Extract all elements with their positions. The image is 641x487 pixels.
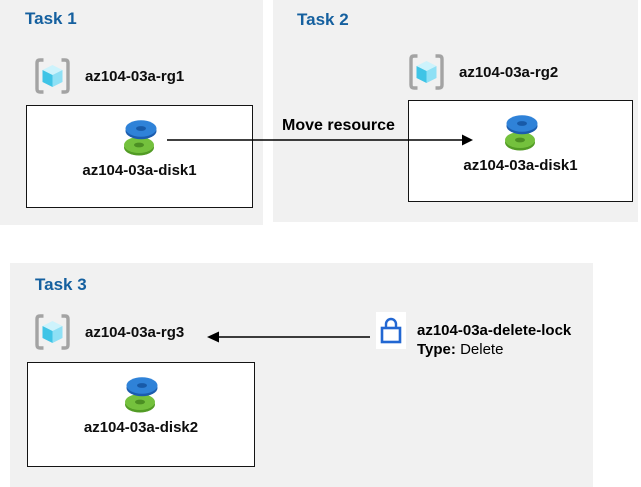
disk-icon: [123, 120, 156, 156]
resource-group-name: az104-03a-rg2: [459, 63, 559, 81]
delete-lock: az104-03a-delete-lock Type: Delete: [376, 312, 571, 359]
task3-title: Task 3: [35, 275, 87, 294]
disk-icon: [504, 115, 537, 151]
resource-group-icon: [35, 314, 70, 350]
lock-type-label: Type:: [417, 341, 456, 358]
resource-group-name: az104-03a-rg1: [85, 67, 185, 85]
lock-text: az104-03a-delete-lock Type: Delete: [417, 321, 571, 359]
resource-group-name: az104-03a-rg3: [85, 323, 185, 341]
resource-name: az104-03a-disk1: [463, 157, 578, 174]
task2-title: Task 2: [297, 10, 349, 29]
resource-name: az104-03a-disk1: [82, 162, 197, 179]
resource-group-icon: [409, 54, 444, 90]
lock-type-value: Delete: [460, 341, 504, 358]
task3-resource-box: az104-03a-disk2: [27, 362, 255, 467]
lock-name: az104-03a-delete-lock: [417, 322, 572, 339]
lock-type-line: Type: Delete: [417, 340, 571, 359]
disk-icon: [125, 377, 158, 413]
lock-icon: [380, 317, 402, 343]
move-resource-label: Move resource: [282, 117, 395, 134]
resource-name: az104-03a-disk2: [83, 419, 199, 436]
task1-title: Task 1: [25, 9, 77, 28]
panel-task2: Task 2 az104-03a-rg2 az104-03a-disk1: [273, 0, 638, 222]
task2-resource-group: az104-03a-rg2: [407, 53, 558, 91]
task1-resource-box: az104-03a-disk1: [26, 105, 253, 208]
task3-resource-group: az104-03a-rg3: [33, 313, 184, 351]
panel-task1: Task 1 az104-03a-rg1 az104-03a-disk1: [0, 0, 263, 225]
resource-group-icon: [35, 58, 70, 94]
task1-resource-group: az104-03a-rg1: [33, 57, 184, 95]
panel-task3: Task 3 az104-03a-rg3 az104-03a-disk2: [10, 263, 593, 487]
task2-resource-box: az104-03a-disk1: [408, 100, 633, 202]
lock-icon-chip: [376, 312, 406, 349]
